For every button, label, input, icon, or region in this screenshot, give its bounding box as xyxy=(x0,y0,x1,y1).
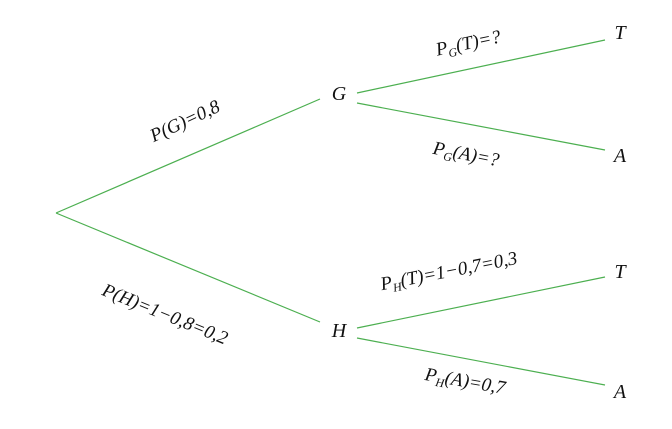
branch-g-t xyxy=(356,39,606,94)
node-g-a: A xyxy=(613,145,627,167)
branch-root-h xyxy=(55,212,321,323)
node-g: G xyxy=(331,83,347,105)
node-h: H xyxy=(331,320,347,342)
node-g-t: T xyxy=(614,22,626,44)
branch-h-t xyxy=(356,276,606,329)
branch-root-g xyxy=(55,98,321,214)
node-h-a: A xyxy=(613,381,627,403)
node-h-t: T xyxy=(614,261,626,283)
branch-g-a xyxy=(356,102,606,151)
branch-h-a xyxy=(356,337,606,386)
